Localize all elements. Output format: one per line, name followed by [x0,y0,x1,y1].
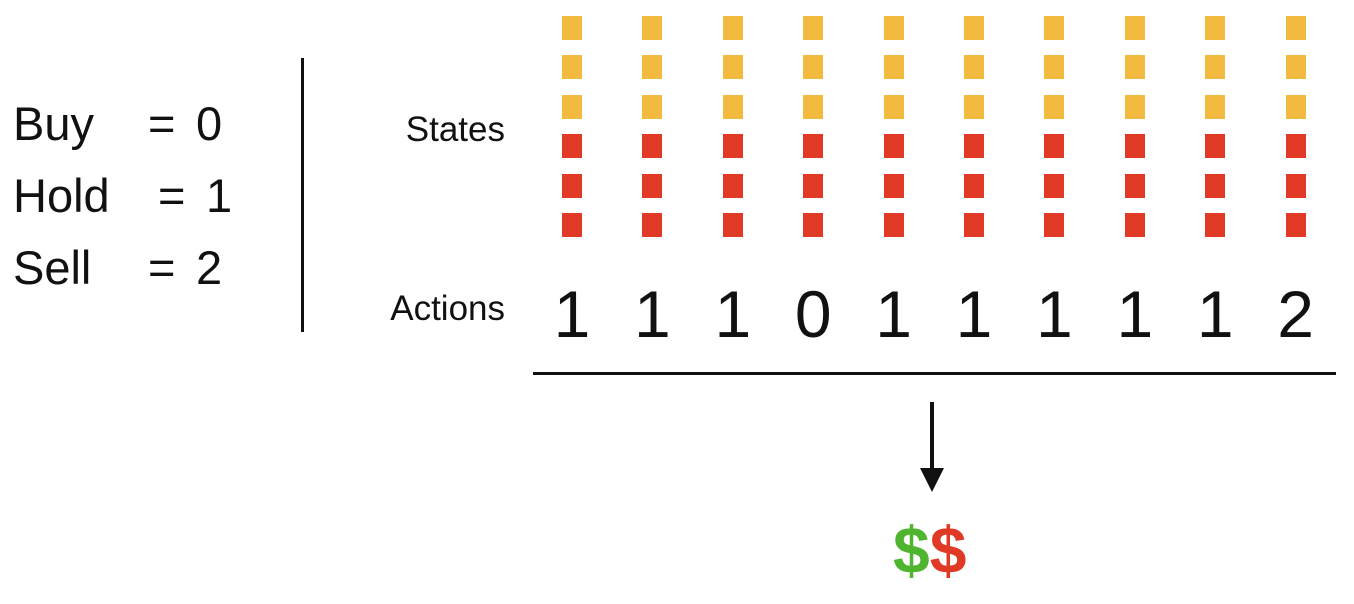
state-cell-red [803,173,824,198]
state-cell-red [722,173,743,198]
state-cell-yellow [964,94,984,119]
state-cell-yellow [1124,55,1145,80]
state-cell-yellow [1285,55,1306,80]
state-cell-red [1124,173,1145,198]
state-cell-yellow [803,55,824,80]
state-cell-red [562,134,582,159]
state-cell-yellow [1285,94,1306,119]
legend-row-buy: Buy = 0 [13,88,293,160]
state-cell-red [964,134,984,159]
state-cell-yellow [722,94,743,119]
state-cell-red [642,134,663,159]
state-cell-yellow [1044,16,1065,40]
state-cell-red [1044,213,1065,237]
vertical-divider [301,58,304,332]
state-cell-yellow [1044,94,1065,119]
state-cell-yellow [1285,16,1306,40]
action-value: 1 [1116,277,1154,351]
down-arrow-shaft [930,402,934,472]
legend-label: Hold [13,169,110,222]
state-cell-yellow [1044,55,1065,80]
actions-label: Actions [390,289,505,328]
state-cell-red [964,173,984,198]
state-cell-red [1124,134,1145,159]
action-value: 1 [955,277,993,351]
action-value: 1 [1196,277,1234,351]
dollar-sign-red: $ [929,513,967,587]
state-cell-yellow [1205,94,1226,119]
state-cell-yellow [964,16,984,40]
state-cell-red [1285,173,1306,198]
legend-value: 1 [206,169,233,222]
state-cell-yellow [1205,55,1226,80]
state-cell-red [1205,213,1226,237]
state-cell-yellow [642,16,663,40]
state-cell-yellow [883,55,904,80]
dollar-sign-green: $ [893,513,930,587]
state-cell-red [1285,213,1306,237]
state-cell-red [562,173,582,198]
legend-value: 2 [196,241,223,294]
legend-equals: = [148,97,176,150]
action-value: 1 [553,277,591,351]
state-cell-red [883,173,904,198]
state-cell-yellow [1124,16,1145,40]
state-cell-yellow [642,94,663,119]
action-value: 1 [1036,277,1073,351]
sum-underline [533,372,1336,375]
legend-label: Sell [13,241,92,294]
state-cell-red [722,213,743,237]
action-value: 2 [1277,277,1314,351]
state-cell-yellow [803,94,824,119]
state-cell-red [883,213,904,237]
state-cell-red [1044,134,1065,159]
state-cell-red [1205,173,1226,198]
state-cell-yellow [1124,94,1145,119]
state-cell-yellow [883,94,904,119]
state-cell-red [1205,134,1226,159]
action-value: 1 [714,277,752,351]
action-legend: Buy = 0 Hold = 1 Sell = 2 [13,88,293,304]
action-value: 0 [794,277,832,351]
legend-row-sell: Sell = 2 [13,232,293,304]
state-cell-red [562,213,582,237]
down-arrow-icon [920,468,944,492]
state-cell-yellow [562,16,582,40]
legend-label: Buy [13,97,94,150]
state-cell-red [803,134,824,159]
state-cell-red [964,213,984,237]
states-label: States [405,110,505,149]
state-cell-yellow [562,94,582,119]
state-cell-red [642,213,663,237]
state-cell-red [1285,134,1306,159]
state-cell-red [722,134,743,159]
state-cell-yellow [964,55,984,80]
state-cell-red [883,134,904,159]
state-cell-yellow [883,16,904,40]
state-cell-yellow [1205,16,1226,40]
state-cell-yellow [722,16,743,40]
state-cell-red [803,213,824,237]
action-value: 1 [875,277,912,351]
action-value: 1 [634,277,671,351]
state-cell-yellow [722,55,743,80]
state-cell-yellow [642,55,663,80]
legend-value: 0 [196,97,223,150]
state-cell-red [642,173,663,198]
state-cell-red [1124,213,1145,237]
state-cell-red [1044,173,1065,198]
legend-row-hold: Hold = 1 [13,160,293,232]
legend-equals: = [148,241,176,294]
profit-outcome: $$ [893,512,966,588]
state-cell-yellow [562,55,582,80]
state-cell-yellow [803,16,824,40]
legend-equals: = [158,169,186,222]
